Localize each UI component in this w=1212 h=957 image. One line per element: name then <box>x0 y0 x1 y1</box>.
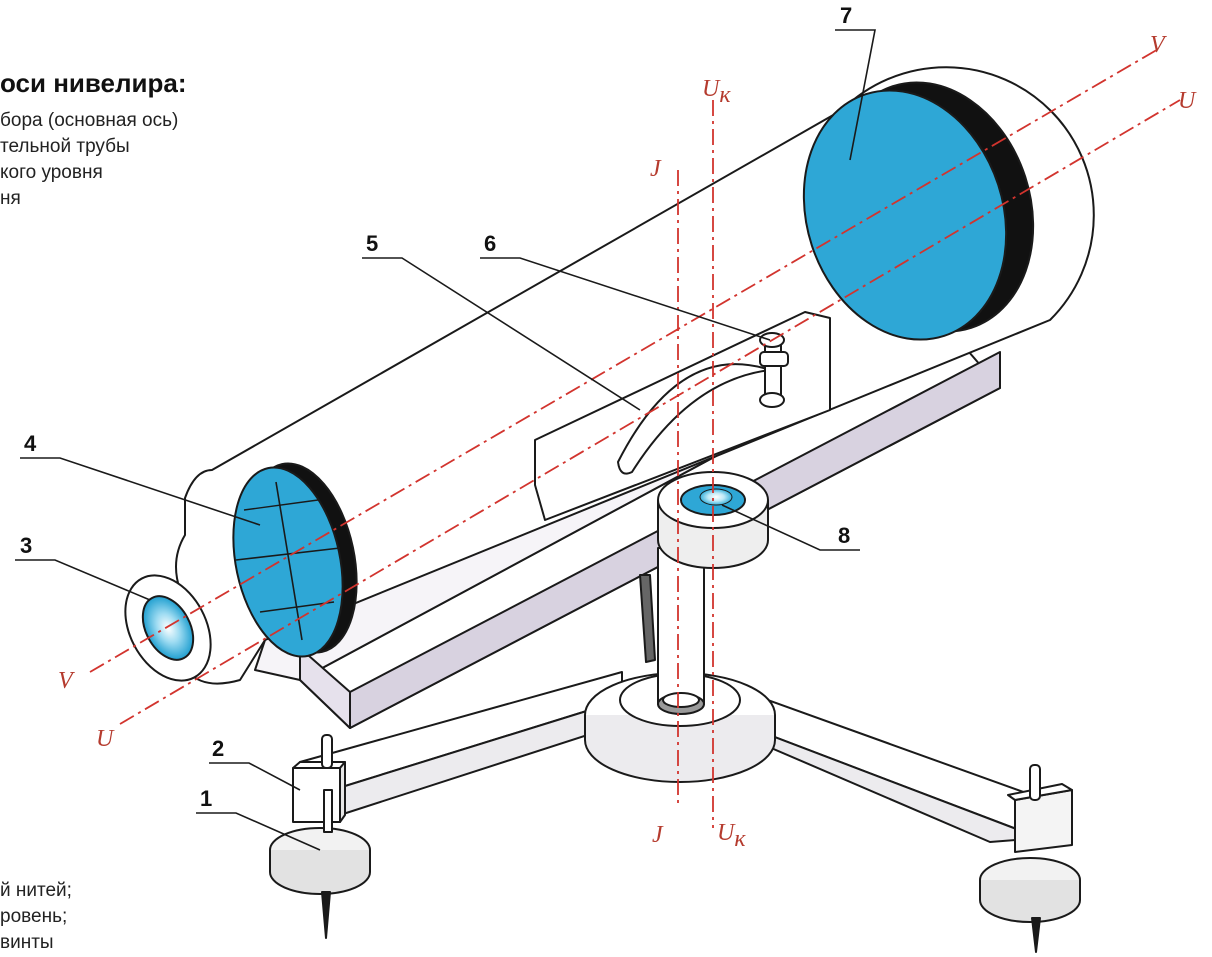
axis-label-v-bottom: V <box>58 668 75 694</box>
axis-label-u-bottom: U <box>96 726 115 752</box>
legend-line-1: бора (основная ось) <box>0 110 179 131</box>
footer-line-3: винты <box>0 932 54 953</box>
legend-line-4: ня <box>0 188 21 209</box>
callout-2: 2 <box>212 736 224 761</box>
instrument-body <box>124 66 1095 953</box>
callout-4: 4 <box>24 431 37 456</box>
callout-3: 3 <box>20 533 32 558</box>
objective-lens <box>802 81 1035 341</box>
level-box <box>534 311 831 521</box>
axis-label-u-top: U <box>1178 88 1197 114</box>
legend-line-2: тельной трубы <box>0 136 130 157</box>
callout-5: 5 <box>366 231 378 256</box>
axes <box>89 47 1181 828</box>
axis-label-uk-bottom: Uк <box>717 820 746 852</box>
callout-1: 1 <box>200 786 212 811</box>
footer-line-1: й нитей; <box>0 880 72 901</box>
callout-6: 6 <box>484 231 496 256</box>
diagram-title: оси нивелира: <box>0 68 187 98</box>
footer-line-2: ровень; <box>0 906 68 927</box>
axis-label-uk-top: Uк <box>702 76 731 108</box>
axis-label-v-top: V <box>1150 32 1167 58</box>
axis-label-j-bottom: J <box>652 822 664 848</box>
callout-7: 7 <box>840 3 852 28</box>
axis-label-j-top: J <box>650 156 662 182</box>
vertical-column <box>639 547 705 715</box>
axis-v-line <box>89 47 1161 673</box>
legend-line-3: кого уровня <box>0 162 103 183</box>
callout-leaders <box>15 29 876 851</box>
axis-u-line <box>119 99 1181 725</box>
tribrach <box>269 671 1081 953</box>
callout-8: 8 <box>838 523 850 548</box>
